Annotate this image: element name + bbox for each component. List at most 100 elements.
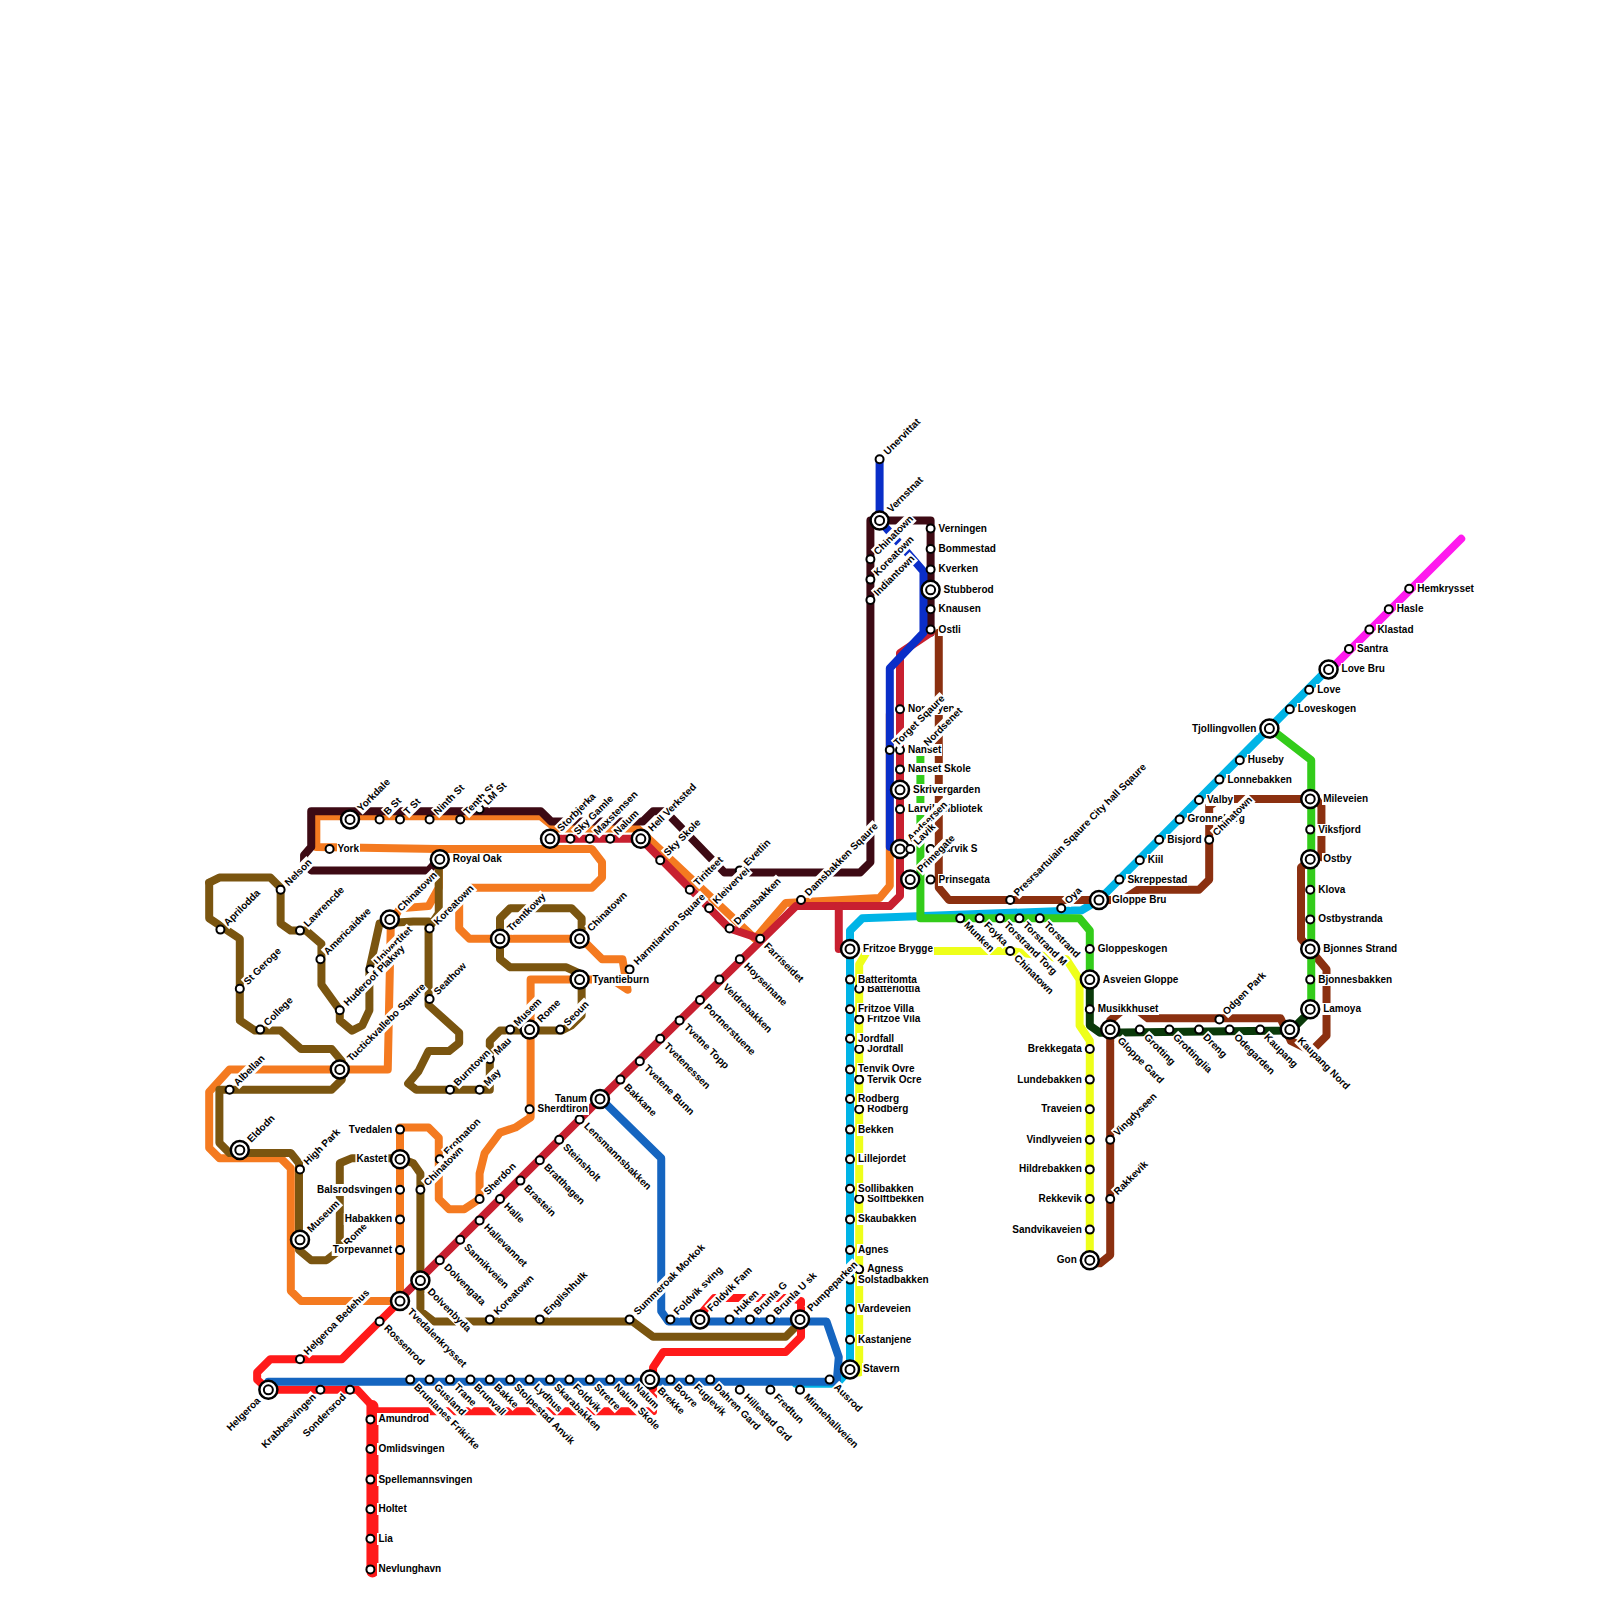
station-dot: [1365, 626, 1373, 634]
station-dot: [1155, 836, 1163, 844]
route-line: [835, 906, 843, 949]
station-dot: [1136, 1026, 1144, 1034]
station-label: Ostby: [1322, 853, 1352, 865]
station-label: Lonnebakken: [1226, 774, 1292, 786]
station-dot: [956, 914, 964, 922]
route-line: [400, 633, 931, 1299]
station-label: Skreppestad: [1126, 874, 1188, 886]
station-dot: [586, 1376, 594, 1384]
station-dot: [636, 1057, 644, 1065]
station-label: Jordfall: [857, 1033, 895, 1045]
station-dot: [416, 1186, 424, 1194]
station-label: Gloppe Bru: [1111, 894, 1167, 906]
station-label: May: [480, 1065, 504, 1089]
station-dot: [1260, 720, 1278, 738]
station-label: Omlidsvingen: [377, 1443, 445, 1455]
station-dot: [1306, 915, 1314, 923]
station-label: Nanset: [907, 744, 942, 756]
route-line: [1090, 980, 1311, 1033]
station-label: Eldodn: [244, 1112, 278, 1146]
station-label: Jordfall: [866, 1043, 904, 1055]
station-dot: [366, 1535, 374, 1543]
station-dot: [366, 1476, 374, 1484]
station-dot: [486, 1376, 494, 1384]
station-label: Gon: [1056, 1254, 1078, 1266]
station-dot: [866, 596, 874, 604]
station-dot: [546, 1376, 554, 1384]
route-line: [939, 633, 1322, 900]
station-dot: [1301, 790, 1319, 808]
interchange-ring: [926, 585, 935, 594]
interchange-ring: [906, 875, 915, 884]
station-dot: [666, 1376, 674, 1384]
interchange-ring: [1106, 1025, 1115, 1034]
station-dot: [1306, 886, 1314, 894]
station-dot: [1086, 1226, 1094, 1234]
station-label: Prinsegata: [938, 874, 991, 886]
interchange-ring: [1306, 855, 1315, 864]
station-dot: [1195, 796, 1203, 804]
station-label: Torpevannet: [332, 1244, 393, 1256]
interchange-ring: [1324, 665, 1333, 674]
station-label: Halle: [501, 1200, 528, 1227]
station-label: Fritzoe Villa: [857, 1003, 915, 1015]
station-dot: [1215, 1015, 1223, 1023]
station-dot: [586, 835, 594, 843]
station-dot: [506, 1376, 514, 1384]
station-dot: [396, 1126, 404, 1134]
interchange-ring: [846, 1365, 855, 1374]
station-dot: [316, 1386, 324, 1394]
station-dot: [846, 1065, 854, 1073]
station-label: Viksfjord: [1317, 824, 1362, 836]
station-label: Lillejordet: [857, 1153, 907, 1165]
station-dot: [565, 1376, 573, 1384]
station-dot: [571, 971, 589, 989]
station-label: Kastet: [355, 1153, 388, 1165]
interchange-ring: [416, 1276, 425, 1285]
station-dot: [1086, 1136, 1094, 1144]
station-label: Lia: [377, 1533, 393, 1545]
interchange-ring: [335, 1065, 344, 1074]
station-dot: [896, 765, 904, 773]
station-dot: [676, 1016, 684, 1024]
station-dot: [296, 1165, 304, 1173]
station-label: Brastein: [521, 1181, 559, 1219]
station-label: Stavern: [862, 1363, 901, 1375]
interchange-ring: [1285, 1025, 1294, 1034]
route-line: [1270, 729, 1311, 1011]
station-dot: [376, 1317, 384, 1325]
station-label: Bisjord: [1166, 834, 1202, 846]
station-dot: [396, 1215, 404, 1223]
station-dot: [666, 1315, 674, 1323]
station-dot: [846, 1126, 854, 1134]
station-dot: [746, 1315, 754, 1323]
station-label: Solstadbakken: [857, 1274, 930, 1286]
station-label: Rodberg: [857, 1093, 900, 1105]
station-dot: [426, 925, 434, 933]
interchange-ring: [596, 1094, 605, 1103]
station-dot: [846, 1005, 854, 1013]
station-label: Hasle: [1396, 603, 1425, 615]
station-label: Skaubakken: [857, 1213, 917, 1225]
interchange-ring: [1306, 794, 1315, 803]
station-dots: [216, 455, 1413, 1573]
station-dot: [456, 815, 464, 823]
station-dot: [1306, 826, 1314, 834]
station-dot: [796, 1386, 804, 1394]
station-label: Vardeveien: [857, 1303, 912, 1315]
station-dot: [726, 925, 734, 933]
station-dot: [1006, 896, 1014, 904]
station-dot: [396, 1246, 404, 1254]
station-dot: [1165, 1026, 1173, 1034]
station-dot: [291, 1231, 309, 1249]
station-dot: [866, 576, 874, 584]
station-dot: [446, 1086, 454, 1094]
station-dot: [891, 781, 909, 799]
station-dot: [316, 955, 324, 963]
station-dot: [476, 1195, 484, 1203]
station-dot: [841, 1360, 859, 1378]
station-label: Love Bru: [1341, 663, 1386, 675]
route-line: [366, 1406, 378, 1571]
station-dot: [391, 1150, 409, 1168]
station-dot: [566, 835, 574, 843]
